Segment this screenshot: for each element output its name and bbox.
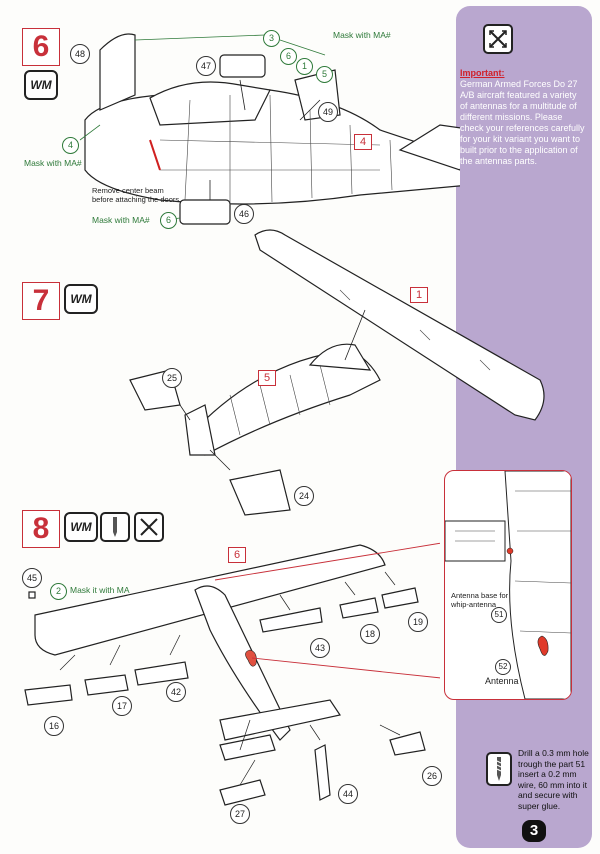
part-42: 42 — [166, 682, 186, 702]
part-4: 4 — [62, 137, 79, 154]
part-45: 45 — [22, 568, 42, 588]
step-6-number: 6 — [22, 28, 60, 66]
ref-box-4: 4 — [354, 134, 372, 150]
mask-note-left: Mask with MA# — [24, 158, 82, 168]
part-17: 17 — [112, 696, 132, 716]
part-24: 24 — [294, 486, 314, 506]
part-51: 51 — [491, 607, 507, 623]
part-43: 43 — [310, 638, 330, 658]
part-44: 44 — [338, 784, 358, 804]
remove-beam-note: Remove center beam before attaching the … — [92, 186, 182, 204]
part-49: 49 — [318, 102, 338, 122]
ref-box-6: 6 — [228, 547, 246, 563]
mask-note-top: Mask with MA# — [333, 30, 391, 40]
antenna-detail-inset: Antenna base for whip-antenna 51 52 Ante… — [444, 470, 572, 700]
important-note: Important: German Armed Forces Do 27 A/B… — [460, 68, 586, 167]
important-title: Important: — [460, 68, 505, 78]
info-sidebar — [456, 6, 592, 848]
sanding-icon-step8 — [134, 512, 164, 542]
step-8-number: 8 — [22, 510, 60, 548]
part-18: 18 — [360, 624, 380, 644]
part-5: 5 — [316, 66, 333, 83]
drill-instruction: Drill a 0.3 mm hole trough the part 51 i… — [518, 748, 589, 811]
part-6-top: 6 — [280, 48, 297, 65]
part-19: 19 — [408, 612, 428, 632]
step-8-diagram — [24, 542, 440, 806]
part-26: 26 — [422, 766, 442, 786]
part-47: 47 — [196, 56, 216, 76]
part-2: 2 — [50, 583, 67, 600]
drill-icon — [486, 752, 512, 786]
step-6-diagram — [79, 33, 460, 225]
sanding-icon — [483, 24, 513, 54]
part-27: 27 — [230, 804, 250, 824]
step-7-diagram — [129, 229, 545, 516]
ref-box-5: 5 — [258, 370, 276, 386]
part-25: 25 — [162, 368, 182, 388]
page-number: 3 — [522, 820, 546, 842]
part-3: 3 — [263, 30, 280, 47]
step-6-wm-icon: WM — [24, 70, 58, 100]
important-text: German Armed Forces Do 27 A/B aircraft f… — [460, 79, 585, 166]
part-46: 46 — [234, 204, 254, 224]
inset-drawing — [445, 471, 571, 699]
part-1: 1 — [296, 58, 313, 75]
drill-icon-step8 — [100, 512, 130, 542]
mask-note-bottom: Mask with MA# — [92, 215, 150, 225]
part-52: 52 — [495, 659, 511, 675]
part-6-bottom: 6 — [160, 212, 177, 229]
mask-note-step8: Mask it with MA — [70, 585, 130, 595]
part-16: 16 — [44, 716, 64, 736]
step-7-wm-icon: WM — [64, 284, 98, 314]
part-48: 48 — [70, 44, 90, 64]
antenna-label: Antenna — [485, 676, 519, 686]
step-8-wm-icon: WM — [64, 512, 98, 542]
step-7-number: 7 — [22, 282, 60, 320]
ref-box-1: 1 — [410, 287, 428, 303]
antenna-base-label: Antenna base for whip-antenna — [451, 591, 509, 609]
